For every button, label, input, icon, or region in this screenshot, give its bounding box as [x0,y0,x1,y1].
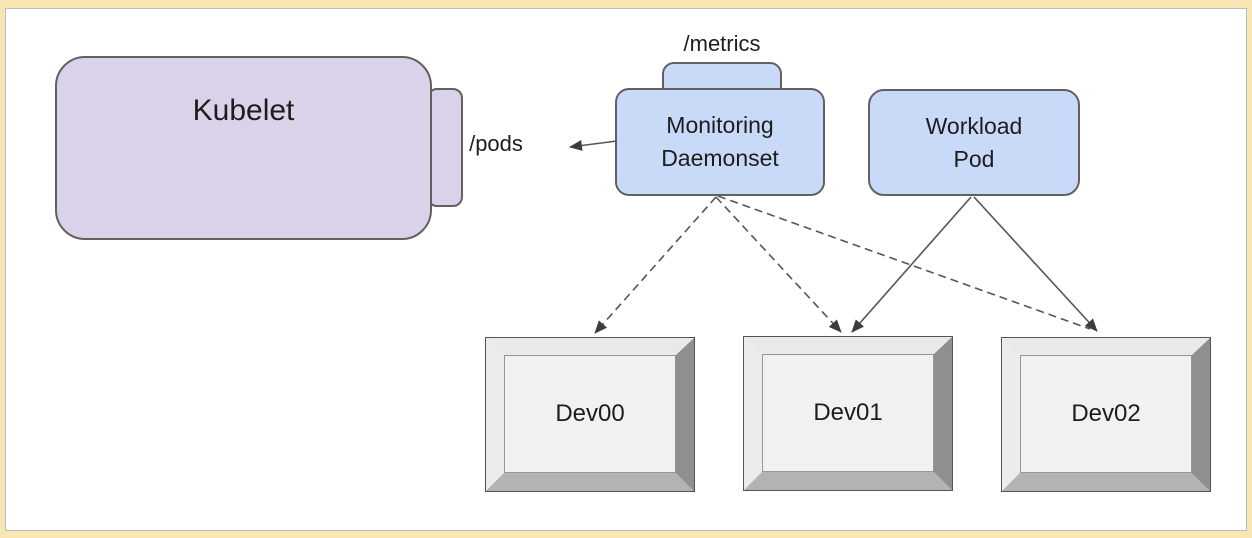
device-bevel: Dev01 [744,337,952,490]
device-face: Dev01 [762,354,934,472]
device-node-dev02: Dev02 [1001,337,1211,492]
device-bevel: Dev00 [486,338,694,491]
device-node-dev00: Dev00 [485,337,695,492]
device-face: Dev02 [1020,355,1192,473]
device-label: Dev02 [1071,400,1141,427]
device-face: Dev00 [504,355,676,473]
device-node-dev01: Dev01 [743,336,953,491]
workload-pod-node: Workload Pod [868,89,1080,196]
metrics-endpoint-label: /metrics [683,31,761,56]
pods-endpoint-label: /pods [469,131,523,156]
device-label: Dev00 [555,400,625,427]
workload-pod-label: Workload Pod [925,112,1023,172]
device-bevel: Dev02 [1002,338,1210,491]
device-label: Dev01 [813,399,883,426]
kubelet-node: Kubelet [55,56,432,240]
monitoring-daemonset-label: Monitoring Daemonset [661,112,779,171]
kubelet-label: Kubelet [192,94,295,127]
monitoring-daemonset-node: Monitoring Daemonset [615,88,825,196]
